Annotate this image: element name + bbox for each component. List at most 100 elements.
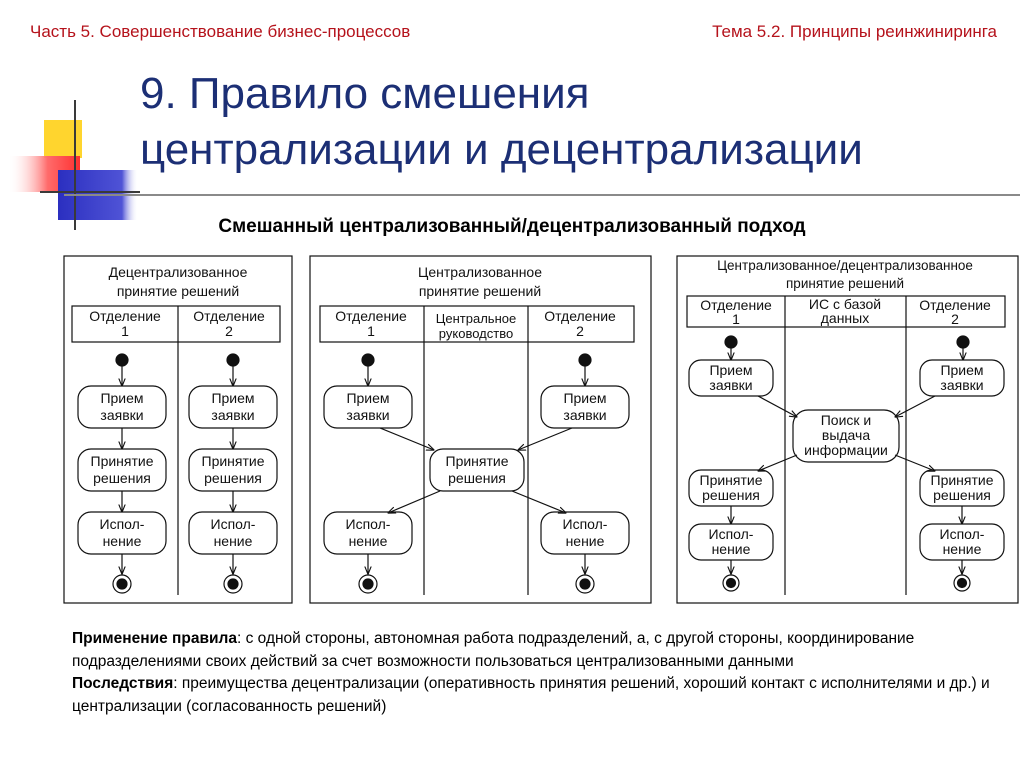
decentral-lane-header — [71, 305, 281, 343]
decentral-l2-end-node — [223, 574, 243, 594]
page-title: 9. Правило смешения централизации и деце… — [140, 66, 1000, 178]
central-l2-exec-2: нение — [566, 533, 605, 549]
mixed-search-1: Поиск и — [821, 412, 872, 428]
mixed-l2-decide-1: Принятие — [931, 472, 994, 488]
decentral-l1-decide-1: Принятие — [91, 453, 154, 469]
decentral-l2-start-node — [226, 353, 240, 367]
mixed-lane1-label: Отделение — [700, 297, 772, 313]
mixed-l2-receive-1: Прием — [940, 362, 983, 378]
mixed-flow-l1-to-search — [757, 395, 797, 417]
topic-header: Тема 5.2. Принципы реинжиниринга — [712, 22, 997, 41]
mixed-l1-receive-2: заявки — [709, 377, 752, 393]
central-l2-receive-1: Прием — [563, 390, 606, 406]
mixed-diagram: Централизованное/децентрализованное прин… — [676, 255, 1019, 604]
mixed-l2-start-node — [956, 335, 970, 349]
mixed-l2-decide-2: решения — [933, 487, 991, 503]
decentral-l1-end-core — [116, 578, 128, 590]
mixed-title-2: принятие решений — [786, 276, 904, 291]
central-l1-end-node — [358, 574, 378, 594]
central-lane-header — [319, 305, 635, 343]
rule-description: Применение правила: с одной стороны, авт… — [72, 628, 1012, 718]
central-decide-2: решения — [448, 470, 506, 486]
decentral-title-2: принятие решений — [117, 283, 239, 299]
mixed-l2-receive — [919, 359, 1005, 397]
mixed-lane1-number: 1 — [732, 311, 740, 327]
central-l2-receive — [540, 385, 630, 429]
decentral-l2-receive-2: заявки — [211, 407, 254, 423]
central-l1-receive — [323, 385, 413, 429]
decentral-frame — [63, 255, 293, 604]
central-diagram: Централизованное принятие решений Отделе… — [309, 255, 652, 604]
rule-application: Применение правила: с одной стороны, авт… — [72, 628, 1012, 673]
central-l1-exec-2: нение — [349, 533, 388, 549]
rule-application-label: Применение правила — [72, 630, 237, 647]
mixed-l1-receive — [688, 359, 774, 397]
central-flow-l1-to-decide — [379, 427, 434, 450]
mixed-l2-exec-2: нение — [943, 541, 982, 557]
central-decide-1: Принятие — [446, 453, 509, 469]
central-flow-l2-to-decide — [518, 427, 573, 450]
mixed-flow-search-to-l1 — [758, 454, 798, 471]
mixed-lane-mid-label-1: ИС с базой — [809, 296, 881, 312]
mixed-l1-end-node — [722, 574, 740, 592]
central-l2-start-node — [578, 353, 592, 367]
mixed-l1-decide-1: Принятие — [700, 472, 763, 488]
central-flow-decide-to-l2 — [511, 490, 566, 513]
central-lane1-number: 1 — [367, 323, 375, 339]
central-l2-exec-1: Испол- — [563, 516, 608, 532]
decentral-l1-receive-1: Прием — [100, 390, 143, 406]
decentral-lane2-label: Отделение — [193, 308, 265, 324]
mixed-lane-mid-label-2: данных — [821, 310, 869, 326]
mixed-l1-receive-1: Прием — [709, 362, 752, 378]
central-lane2-label: Отделение — [544, 308, 616, 324]
decentral-diagram: Децентрализованное принятие решений Отде… — [63, 255, 293, 604]
decentral-l1-exec-2: нение — [103, 533, 142, 549]
mixed-lane2-label: Отделение — [919, 297, 991, 313]
central-frame — [309, 255, 652, 604]
diagram-subtitle: Смешанный централизованный/децентрализов… — [218, 216, 806, 237]
title-divider — [64, 194, 1020, 196]
mixed-l2-end-core — [956, 577, 968, 589]
mixed-flow-search-to-l2 — [894, 454, 935, 471]
central-l1-exec-1: Испол- — [346, 516, 391, 532]
mixed-title-1: Централизованное/децентрализованное — [717, 258, 973, 273]
central-lane2-number: 2 — [576, 323, 584, 339]
mixed-lane-header — [686, 295, 1006, 328]
mixed-l1-exec-2: нение — [712, 541, 751, 557]
mixed-l2-receive-2: заявки — [940, 377, 983, 393]
central-title-2: принятие решений — [419, 283, 541, 299]
decentral-l2-decide-1: Принятие — [202, 453, 265, 469]
mixed-l2-end-node — [953, 574, 971, 592]
central-lane-mid-label-1: Центральное — [436, 311, 516, 326]
title-line-2: централизации и децентрализации — [140, 125, 863, 174]
central-flow-decide-to-l1 — [388, 490, 441, 513]
central-l2-receive-2: заявки — [563, 407, 606, 423]
mixed-search-3: информации — [804, 442, 888, 458]
mixed-flow-l2-to-search — [895, 395, 936, 417]
central-l1-receive-2: заявки — [346, 407, 389, 423]
title-line-1: 9. Правило смешения — [140, 69, 590, 118]
section-header: Часть 5. Совершенствование бизнес-процес… — [30, 22, 411, 41]
decentral-lane1-label: Отделение — [89, 308, 161, 324]
decentral-l1-end-node — [112, 574, 132, 594]
decentral-l2-receive-1: Прием — [211, 390, 254, 406]
central-l1-start-node — [361, 353, 375, 367]
mixed-l1-end-core — [725, 577, 737, 589]
mixed-l1-decide-2: решения — [702, 487, 760, 503]
rule-consequences-label: Последствия — [72, 675, 174, 692]
mixed-search-2: выдача — [822, 427, 870, 443]
mixed-lane2-number: 2 — [951, 311, 959, 327]
mixed-l2-exec-1: Испол- — [940, 526, 985, 542]
decentral-l1-decide-2: решения — [93, 470, 151, 486]
central-decide — [429, 448, 525, 492]
decentral-title-1: Децентрализованное — [109, 264, 248, 280]
central-lane1-label: Отделение — [335, 308, 407, 324]
decentral-lane1-number: 1 — [121, 323, 129, 339]
mixed-l1-start-node — [724, 335, 738, 349]
decentral-lane2-number: 2 — [225, 323, 233, 339]
decentral-l2-exec-1: Испол- — [211, 516, 256, 532]
mixed-search — [792, 409, 900, 463]
decentral-l1-receive-2: заявки — [100, 407, 143, 423]
rule-consequences: Последствия: преимущества децентрализаци… — [72, 673, 1012, 718]
